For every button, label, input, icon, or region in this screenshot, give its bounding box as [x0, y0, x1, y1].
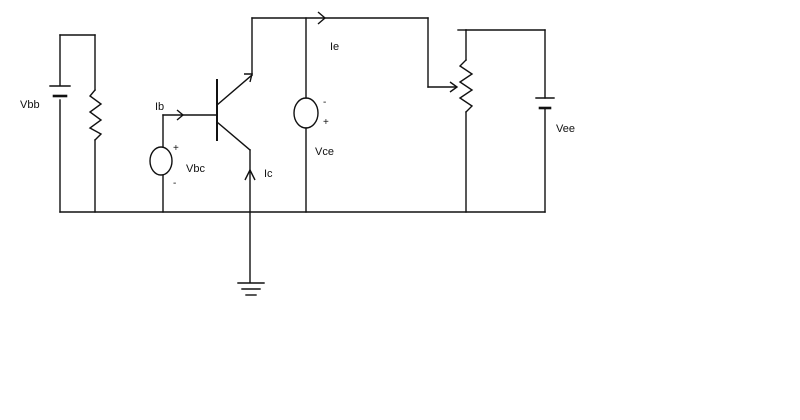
- ic-label: Ic: [264, 168, 273, 180]
- vce-minus-sign: -: [323, 97, 326, 108]
- vbb-battery-symbol: [49, 85, 71, 98]
- ib-arrow-icon: [176, 109, 185, 121]
- potentiometer-symbol: [427, 17, 474, 213]
- vce-label: Vce: [315, 146, 334, 158]
- vee-label: Vee: [556, 123, 575, 135]
- ic-arrow-icon: [244, 168, 256, 181]
- vce-plus-sign: +: [323, 117, 329, 128]
- vbc-label: Vbc: [186, 163, 205, 175]
- vbb-loop: [59, 34, 96, 213]
- vbc-branch: [162, 114, 217, 213]
- vee-battery-symbol: [535, 97, 555, 110]
- vbc-source-circle: [149, 146, 173, 176]
- ie-arrow-icon: [317, 11, 327, 25]
- ie-label: Ie: [330, 41, 339, 53]
- transistor-symbol: [216, 17, 253, 283]
- ground-icon: [237, 282, 265, 296]
- vbc-minus-sign: -: [173, 178, 176, 189]
- vee-loop: [465, 29, 546, 213]
- vbc-plus-sign: +: [173, 143, 179, 154]
- wiper-arrow-icon: [449, 81, 459, 93]
- vbb-label: Vbb: [20, 99, 40, 111]
- vce-source-circle: [293, 97, 319, 129]
- ib-label: Ib: [155, 101, 164, 113]
- resistor-symbol: [88, 89, 103, 213]
